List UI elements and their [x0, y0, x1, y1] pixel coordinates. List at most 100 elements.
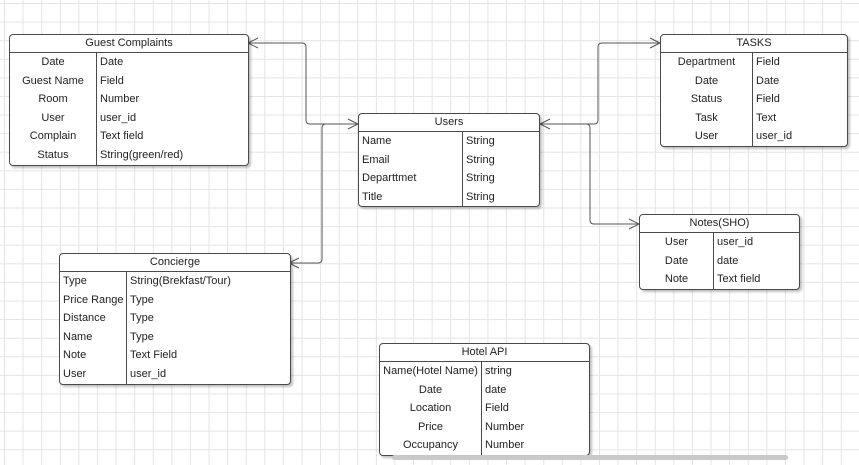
notes-sho-title: Notes(SHO) — [640, 215, 799, 233]
field-type: Text field — [717, 273, 761, 286]
field-name: User — [640, 233, 714, 252]
tasks-title: TASKS — [661, 35, 847, 53]
field-type: String(green/red) — [100, 148, 184, 161]
field-type: Field — [485, 402, 509, 415]
field-name: Occupancy — [380, 436, 482, 455]
field-name: Status — [10, 145, 97, 165]
field-type: Field — [756, 56, 780, 68]
field-type: Type — [130, 312, 154, 325]
field-type: Text — [756, 111, 777, 124]
connector-guest-complaints-users — [258, 42, 358, 125]
guest-complaints-title: Guest Complaints — [10, 35, 248, 53]
field-type: user_id — [717, 236, 754, 248]
field-name: Name — [359, 132, 463, 151]
field-type: String — [466, 153, 495, 166]
connector-notes-users — [540, 123, 629, 225]
field-name: Room — [10, 90, 97, 109]
field-type: Number — [485, 439, 525, 452]
field-name: Price — [380, 417, 482, 437]
field-type: Number — [100, 93, 140, 106]
arrowhead-users-left-top — [347, 118, 360, 130]
field-name: Type — [60, 272, 127, 291]
field-type: String(Brekfast/Tour) — [130, 275, 231, 287]
users-title: Users — [359, 114, 539, 132]
crowfoot-guest-complaints — [247, 37, 259, 49]
field-type: String — [466, 135, 495, 147]
field-name: Status — [661, 90, 753, 109]
field-name: Price Range — [60, 290, 127, 310]
field-type: Text Field — [130, 349, 178, 362]
field-name: Date — [380, 380, 482, 400]
field-type: user_id — [100, 111, 137, 124]
field-type: date — [717, 254, 739, 267]
crowfoot-notes — [628, 218, 640, 230]
field-name: Department — [661, 53, 753, 72]
field-type: Field — [756, 93, 780, 106]
field-type: Number — [485, 420, 525, 433]
field-name: Note — [640, 270, 714, 289]
field-name: Departtmet — [359, 169, 463, 188]
field-name: User — [661, 127, 753, 146]
field-type: user_id — [130, 367, 167, 380]
hotel-api-title: Hotel API — [380, 344, 589, 362]
field-type: Field — [100, 74, 124, 87]
horizontal-scrollbar[interactable] — [392, 455, 788, 460]
concierge-title: Concierge — [60, 254, 290, 272]
field-name: Date — [640, 251, 714, 271]
field-type: Type — [130, 293, 154, 306]
field-name: Task — [661, 108, 753, 128]
field-type: Text field — [100, 130, 144, 143]
field-name: Guest Name — [10, 71, 97, 91]
table-row: Name(Hotel Name)string — [380, 362, 589, 381]
field-name: Distance — [60, 309, 127, 328]
field-type: String — [466, 190, 495, 203]
field-name: User — [10, 108, 97, 128]
connector-tasks-users — [540, 42, 650, 125]
field-name: Title — [359, 187, 463, 207]
field-name: Note — [60, 346, 127, 365]
field-type: Date — [756, 74, 780, 87]
field-name: Complain — [10, 127, 97, 146]
field-name: Location — [380, 399, 482, 418]
field-type: Type — [130, 330, 154, 343]
field-type: Date — [100, 56, 124, 68]
crowfoot-tasks — [649, 37, 661, 49]
field-type: string — [485, 365, 512, 377]
field-name: Date — [661, 71, 753, 91]
field-name: Name(Hotel Name) — [380, 362, 482, 381]
field-name: User — [60, 364, 127, 384]
connector-concierge-users — [299, 123, 358, 264]
